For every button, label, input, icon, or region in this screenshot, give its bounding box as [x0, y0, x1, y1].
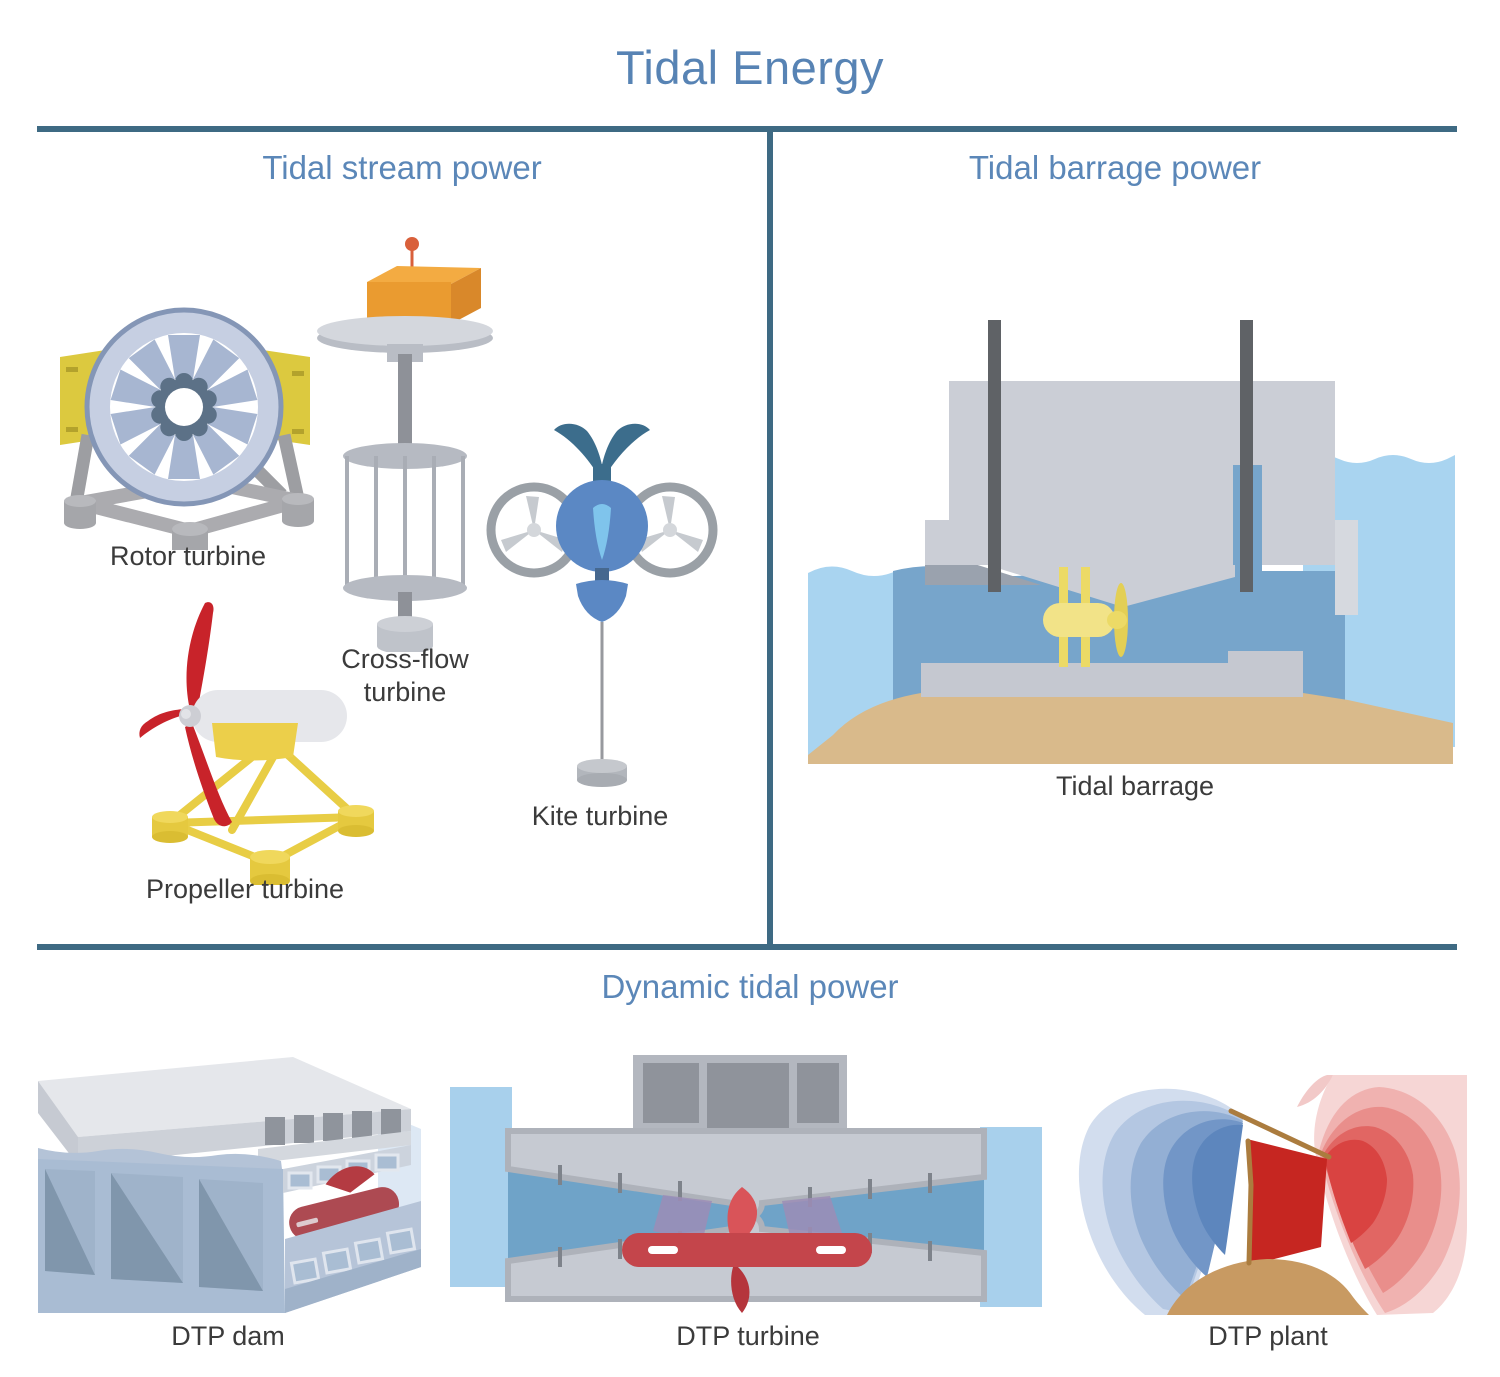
propeller-turbine-illustration: [139, 602, 374, 885]
dtp-plant-blue-fan: [1078, 1088, 1243, 1315]
dtp-turbine-right-water: [980, 1127, 1042, 1307]
label-rotor-turbine: Rotor turbine: [109, 541, 267, 571]
barrage-base-slab: [921, 651, 1303, 697]
header-tidal-stream-power: Tidal stream power: [262, 149, 542, 186]
label-dtp-plant: DTP plant: [1208, 1321, 1328, 1351]
tidal-barrage-illustration: [808, 320, 1455, 764]
label-dtp-dam: DTP dam: [171, 1321, 285, 1351]
rotor-blades: [110, 335, 258, 479]
barrage-seabed-sand: [808, 693, 1453, 764]
kite-body: [556, 480, 648, 622]
propeller-hub: [179, 705, 201, 727]
dtp-turbine-illustration: [450, 1055, 1042, 1313]
label-kite-turbine: Kite turbine: [531, 801, 669, 831]
dtp-plant-deep-red-basin: [1247, 1139, 1327, 1265]
cross-flow-generator-box: [367, 266, 481, 324]
propeller-blade-lower: [185, 723, 232, 827]
cross-flow-platform: [317, 316, 493, 362]
top-horizontal-divider: [37, 126, 1457, 132]
dam-lower-wall: [285, 1201, 421, 1313]
dtp-turbine-tower: [633, 1055, 847, 1137]
propeller-blade-upper: [186, 602, 214, 713]
dam-deck-cells: [265, 1109, 401, 1145]
dtp-turbine-flow-beams: [653, 1195, 842, 1245]
propeller-blade-left: [139, 709, 184, 738]
dam-deck-sill: [258, 1131, 411, 1163]
barrage-turbine: [1043, 567, 1128, 667]
barrage-shadow-wedge: [925, 530, 1041, 585]
barrage-gate-poles: [988, 320, 1253, 592]
dtp-plant-illustration: [1078, 1075, 1467, 1315]
label-propeller-turbine: Propeller turbine: [145, 874, 345, 904]
dtp-turbine-left-water: [450, 1087, 512, 1287]
dtp-plant-red-fan: [1297, 1075, 1467, 1315]
label-cross-flow-turbine: Cross-flow turbine: [341, 644, 469, 707]
label-tidal-barrage: Tidal barrage: [1055, 771, 1215, 801]
dtp-dam-illustration: [38, 1057, 421, 1313]
propeller-nacelle: [192, 690, 347, 761]
label-dtp-turbine: DTP turbine: [676, 1321, 820, 1351]
dtp-plant-dam-barrier: [1228, 1108, 1332, 1266]
rotor-ring: [84, 307, 284, 507]
header-tidal-barrage-power: Tidal barrage power: [968, 149, 1262, 186]
bottom-horizontal-divider: [37, 944, 1457, 950]
cross-flow-cage: [343, 443, 467, 601]
cross-flow-base: [377, 616, 433, 652]
kite-turbine-illustration: [486, 423, 718, 787]
propeller-frame-feet: [152, 805, 374, 885]
vertical-divider: [767, 126, 773, 950]
dtp-turbine-rotor: [622, 1187, 872, 1313]
kite-anchor-base: [577, 759, 627, 787]
dtp-plant-coastline: [1167, 1259, 1369, 1315]
header-dynamic-tidal-power: Dynamic tidal power: [601, 968, 899, 1005]
rotor-turbine-illustration: [60, 307, 314, 550]
page-title: Tidal Energy: [615, 41, 885, 94]
dam-main-wall: [38, 1159, 285, 1313]
cross-flow-turbine-illustration: [317, 237, 493, 652]
cross-flow-upper-shaft: [398, 354, 412, 454]
